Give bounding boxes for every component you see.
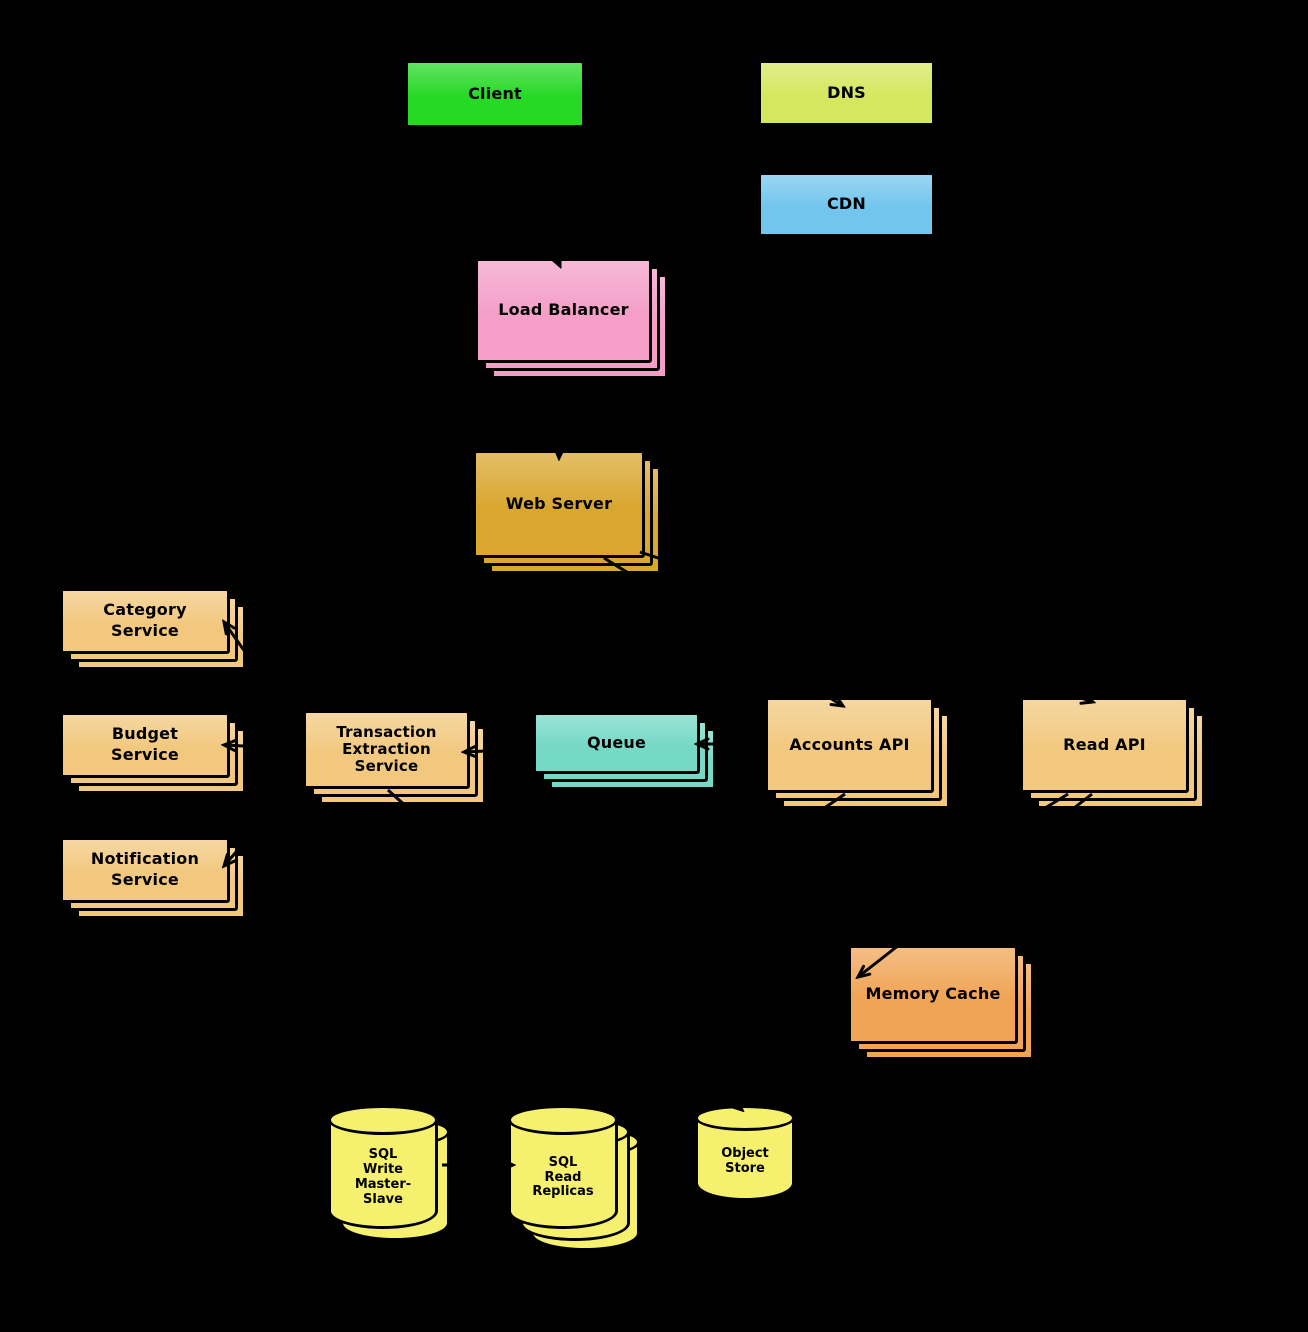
node-sql-read-replicas: SQL Read Replicas (508, 1105, 640, 1251)
edge-load-balancer-web-server (559, 381, 561, 458)
edge-accounts-api-sql-write (390, 792, 846, 1103)
node-client-label: Client (468, 83, 522, 103)
node-object-store: Object Store (695, 1105, 795, 1201)
node-sql-read-replicas-cylinder: SQL Read Replicas (508, 1105, 618, 1229)
node-sql-write-master-slave: SQL Write Master- Slave (328, 1105, 450, 1241)
cylinder-top (328, 1105, 438, 1135)
node-category-service: Category Service (60, 588, 246, 670)
node-load-balancer-label: Load Balancer (498, 300, 629, 320)
node-read-api-label: Read API (1063, 734, 1146, 754)
node-accounts-api: Accounts API (765, 697, 950, 809)
node-queue-label: Queue (586, 732, 647, 752)
node-memory-cache: Memory Cache (848, 945, 1034, 1060)
node-queue: Queue (533, 712, 716, 790)
node-object-store-cylinder: Object Store (695, 1105, 795, 1201)
node-notification-service: Notification Service (60, 837, 246, 919)
node-accounts-api-label: Accounts API (789, 734, 910, 754)
node-memory-cache-label: Memory Cache (865, 984, 1001, 1004)
node-load-balancer: Load Balancer (475, 258, 668, 379)
node-web-server-box: Web Server (473, 450, 645, 558)
cylinder-top (695, 1105, 795, 1131)
node-read-api-box: Read API (1020, 697, 1189, 793)
node-queue-box: Queue (533, 712, 700, 774)
node-notification-service-box: Notification Service (60, 837, 230, 903)
node-category-service-box: Category Service (60, 588, 230, 654)
node-dns-label: DNS (827, 82, 866, 102)
node-sql-write-master-slave-cylinder: SQL Write Master- Slave (328, 1105, 438, 1229)
node-notification-service-label: Notification Service (90, 849, 200, 889)
node-cdn-box: CDN (758, 172, 935, 237)
node-budget-service-label: Budget Service (111, 724, 179, 764)
node-transaction-extraction-service-box: Transaction Extraction Service (303, 710, 470, 789)
node-budget-service-box: Budget Service (60, 712, 230, 778)
node-cdn-label: CDN (826, 194, 866, 214)
node-load-balancer-box: Load Balancer (475, 258, 652, 363)
node-client-box: Client (405, 60, 585, 128)
edge-client-load-balancer (495, 127, 560, 266)
edge-client-cdn (584, 106, 750, 200)
node-memory-cache-box: Memory Cache (848, 945, 1018, 1044)
node-client: Client (405, 60, 585, 128)
edge-web-server-read-api (639, 550, 1093, 702)
node-transaction-extraction-service-label: Transaction Extraction Service (336, 722, 437, 776)
node-budget-service: Budget Service (60, 712, 246, 794)
node-web-server: Web Server (473, 450, 661, 574)
edge-tes-object-store (386, 788, 742, 1110)
node-read-api: Read API (1020, 697, 1205, 809)
node-cdn: CDN (758, 172, 935, 237)
cylinder-body (508, 1119, 618, 1229)
node-web-server-label: Web Server (505, 493, 613, 513)
cylinder-body (328, 1119, 438, 1229)
node-dns: DNS (758, 60, 935, 126)
node-dns-box: DNS (758, 60, 935, 126)
edge-web-server-accounts-api (603, 556, 843, 706)
node-sql-write-master-slave-label: SQL Write Master- Slave (354, 1147, 412, 1207)
node-accounts-api-box: Accounts API (765, 697, 934, 793)
node-category-service-label: Category Service (103, 600, 187, 640)
node-sql-read-replicas-label: SQL Read Replicas (532, 1154, 594, 1200)
cylinder-body (695, 1117, 795, 1201)
node-object-store-label: Object Store (721, 1146, 769, 1176)
node-transaction-extraction-service: Transaction Extraction Service (303, 710, 486, 805)
